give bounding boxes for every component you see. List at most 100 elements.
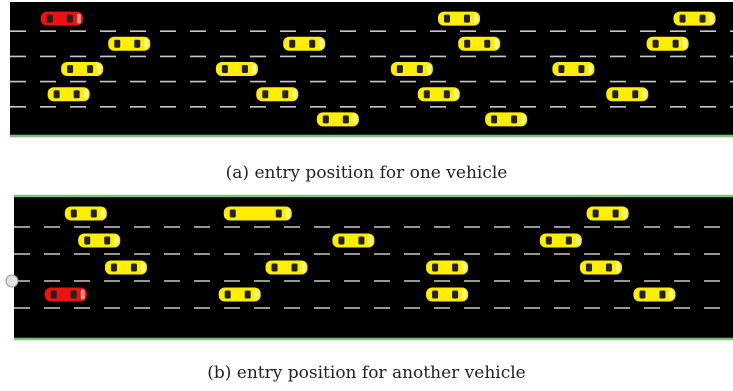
yellow-vehicle: [256, 87, 299, 102]
yellow-vehicle: [458, 36, 501, 51]
vehicle-window: [229, 209, 236, 218]
entry-marker: [5, 274, 19, 288]
vehicle-window: [130, 263, 137, 272]
vehicle-window: [282, 90, 289, 99]
yellow-vehicle: [586, 206, 629, 221]
vehicle-window: [511, 115, 518, 124]
vehicle-headlight: [669, 289, 674, 300]
vehicle-headlight: [251, 64, 256, 74]
vehicle-headlight: [462, 289, 467, 300]
vehicle-window: [416, 65, 423, 73]
vehicle-window: [67, 65, 74, 73]
yellow-vehicle: [646, 36, 689, 51]
yellow-vehicle: [283, 36, 326, 51]
yellow-vehicle: [390, 62, 433, 76]
yellow-vehicle: [223, 206, 292, 221]
vehicle-body: [223, 206, 292, 221]
vehicle-window: [432, 263, 439, 272]
yellow-vehicle: [316, 112, 359, 127]
vehicle-window: [309, 39, 316, 48]
vehicle-window: [545, 236, 552, 245]
vehicle-window: [87, 65, 94, 73]
vehicle-headlight: [352, 114, 357, 125]
yellow-vehicle: [633, 287, 676, 302]
vehicle-window: [592, 209, 599, 218]
vehicle-headlight: [575, 235, 580, 246]
vehicle-window: [358, 236, 365, 245]
yellow-vehicle: [673, 11, 716, 26]
vehicle-window: [134, 39, 141, 48]
vehicle-headlight: [254, 289, 259, 300]
vehicle-window: [262, 90, 269, 99]
vehicle-window: [432, 290, 439, 299]
yellow-vehicle: [47, 87, 90, 102]
vehicle-window: [70, 209, 77, 218]
vehicle-headlight: [319, 38, 324, 49]
vehicle-window: [443, 14, 450, 23]
vehicle-headlight: [100, 208, 105, 219]
vehicle-headlight: [642, 89, 647, 100]
vehicle-window: [396, 65, 403, 73]
yellow-vehicle: [539, 233, 582, 248]
vehicle-window: [659, 290, 666, 299]
yellow-vehicle: [606, 87, 649, 102]
vehicle-window: [342, 115, 349, 124]
vehicle-window: [679, 14, 686, 23]
vehicle-window: [73, 90, 80, 99]
yellow-vehicle: [265, 260, 308, 275]
caption-a: (a) entry position for one vehicle: [225, 163, 508, 183]
yellow-vehicle: [78, 233, 121, 248]
yellow-vehicle: [426, 260, 469, 275]
vehicle-headlight: [144, 38, 149, 49]
vehicle-headlight: [588, 64, 593, 74]
vehicle-headlight: [97, 64, 102, 74]
vehicle-window: [224, 290, 231, 299]
vehicle-window: [114, 39, 121, 48]
vehicle-window: [672, 39, 679, 48]
vehicle-window: [699, 14, 706, 23]
vehicle-window: [452, 263, 459, 272]
vehicle-headlight: [453, 89, 458, 100]
vehicle-headlight: [494, 38, 499, 49]
yellow-vehicle: [552, 62, 595, 76]
road-panel-b: [5, 194, 733, 341]
yellow-vehicle: [64, 206, 107, 221]
vehicle-window: [53, 90, 60, 99]
vehicle-window: [289, 39, 296, 48]
vehicle-window: [605, 263, 612, 272]
vehicle-headlight: [368, 235, 373, 246]
caption-b: (b) entry position for another vehicle: [207, 363, 526, 383]
vehicle-window: [84, 236, 91, 245]
vehicle-headlight: [622, 208, 627, 219]
yellow-vehicle: [218, 287, 261, 302]
vehicle-headlight: [615, 262, 620, 273]
vehicle-window: [558, 65, 565, 73]
vehicle-window: [463, 14, 470, 23]
vehicle-window: [423, 90, 430, 99]
yellow-vehicle: [108, 36, 151, 51]
vehicle-headlight: [114, 235, 119, 246]
vehicle-window: [612, 209, 619, 218]
yellow-vehicle: [332, 233, 375, 248]
vehicle-headlight: [76, 13, 81, 24]
yellow-vehicle: [215, 62, 258, 76]
yellow-vehicle: [426, 287, 469, 302]
vehicle-headlight: [83, 89, 88, 100]
vehicle-window: [110, 263, 117, 272]
yellow-vehicle: [417, 87, 460, 102]
vehicle-window: [565, 236, 572, 245]
vehicle-window: [275, 209, 282, 218]
vehicle-window: [221, 65, 228, 73]
road-surface: [10, 2, 733, 136]
vehicle-window: [241, 65, 248, 73]
vehicle-headlight: [426, 64, 431, 74]
yellow-vehicle: [61, 62, 104, 76]
vehicle-headlight: [80, 289, 85, 300]
vehicle-window: [585, 263, 592, 272]
vehicle-headlight: [709, 13, 714, 24]
vehicle-window: [464, 39, 471, 48]
vehicle-window: [271, 263, 278, 272]
vehicle-window: [66, 14, 73, 23]
vehicle-window: [90, 209, 97, 218]
